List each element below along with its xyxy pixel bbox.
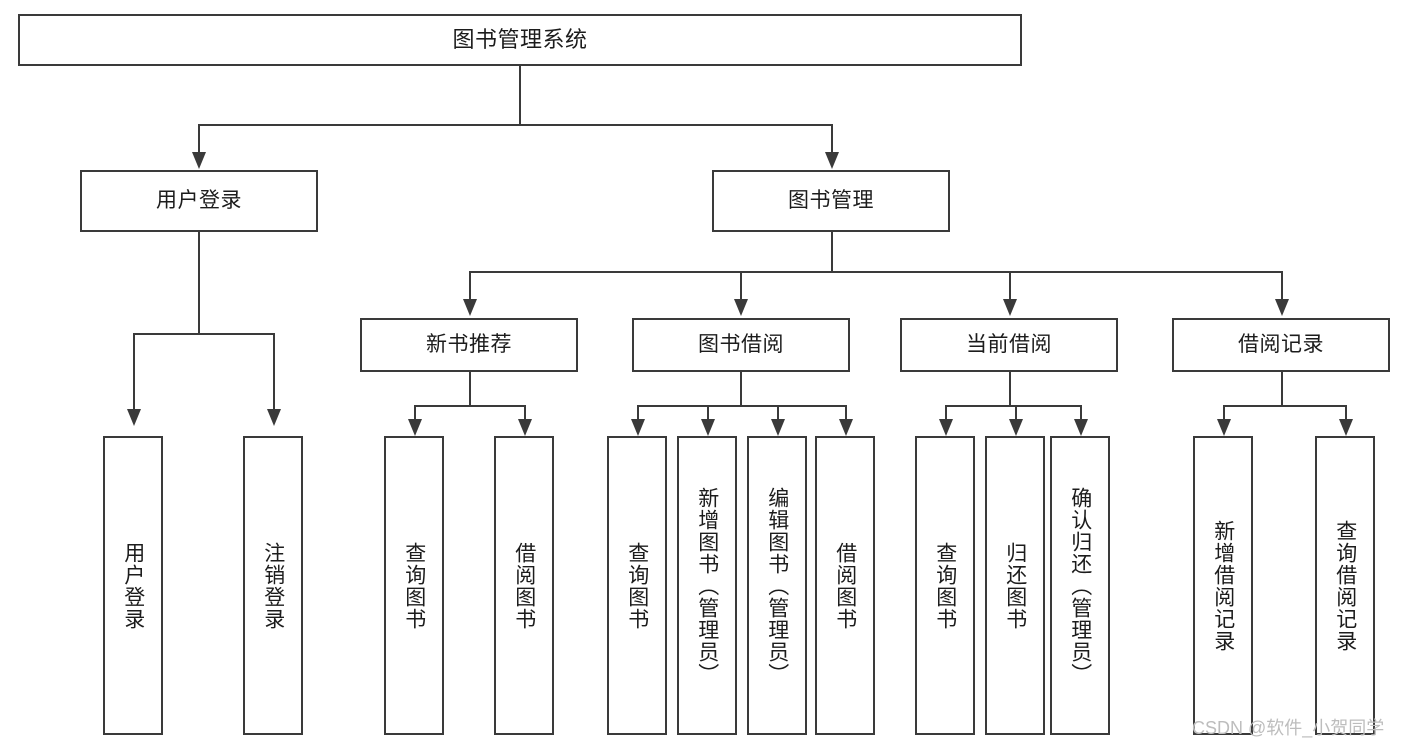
leaf-borrow-book-2[interactable]: 借阅图书	[815, 436, 875, 735]
connector-user-login-bar	[133, 333, 273, 335]
node-new-book-recommend[interactable]: 新书推荐	[360, 318, 578, 372]
arrowhead-to-book-borrow	[734, 299, 748, 316]
node-book-manage[interactable]: 图书管理	[712, 170, 950, 232]
connector-current-borrow-leaf-2	[1015, 405, 1017, 421]
node-label: 图书管理系统	[452, 27, 588, 53]
connector-to-borrow-record	[1281, 271, 1283, 301]
node-label: 用户登录	[156, 188, 242, 212]
node-label: 编辑图书（管理员）	[765, 486, 789, 685]
connector-user-login-stem	[198, 232, 200, 333]
connector-new-book-leaf-2	[524, 405, 526, 421]
connector-new-book-bar	[414, 405, 525, 407]
connector-current-borrow-bar	[945, 405, 1080, 407]
connector-to-book-manage	[831, 124, 833, 154]
connector-book-borrow-leaf-3	[777, 405, 779, 421]
connector-current-borrow-leaf-3	[1080, 405, 1082, 421]
connector-book-manage-stem	[831, 232, 833, 271]
node-label: 查询图书	[933, 541, 957, 630]
arrowhead-new-book-leaf-1	[408, 419, 422, 436]
connector-book-borrow-bar	[637, 405, 845, 407]
connector-book-borrow-stem	[740, 372, 742, 405]
arrowhead-to-user-login	[192, 152, 206, 169]
node-label: 新增图书（管理员）	[695, 486, 719, 685]
connector-borrow-record-leaf-2	[1345, 405, 1347, 421]
leaf-query-book-3[interactable]: 查询图书	[915, 436, 975, 735]
arrowhead-to-borrow-record	[1275, 299, 1289, 316]
connector-new-book-leaf-1	[414, 405, 416, 421]
node-label: 查询图书	[402, 541, 426, 630]
connector-to-current-borrow	[1009, 271, 1011, 301]
connector-new-book-stem	[469, 372, 471, 405]
node-user-login[interactable]: 用户登录	[80, 170, 318, 232]
node-label: 查询图书	[625, 541, 649, 630]
arrowhead-borrow-record-leaf-2	[1339, 419, 1353, 436]
node-label: 新书推荐	[426, 332, 512, 356]
connector-root-bar	[198, 124, 831, 126]
node-label: 查询借阅记录	[1333, 519, 1357, 652]
node-book-borrow[interactable]: 图书借阅	[632, 318, 850, 372]
arrowhead-book-borrow-leaf-4	[839, 419, 853, 436]
leaf-confirm-return[interactable]: 确认归还（管理员）	[1050, 436, 1110, 735]
connector-current-borrow-leaf-1	[945, 405, 947, 421]
leaf-logout-login[interactable]: 注销登录	[243, 436, 303, 735]
leaf-add-book[interactable]: 新增图书（管理员）	[677, 436, 737, 735]
leaf-query-book-1[interactable]: 查询图书	[384, 436, 444, 735]
arrowhead-user-login-leaf-1	[127, 409, 141, 426]
arrowhead-to-current-borrow	[1003, 299, 1017, 316]
connector-book-manage-bar	[469, 271, 1281, 273]
node-label: 注销登录	[261, 541, 285, 630]
node-label: 当前借阅	[966, 332, 1052, 356]
connector-user-login-leaf-1	[133, 333, 135, 411]
leaf-add-record[interactable]: 新增借阅记录	[1193, 436, 1253, 735]
node-label: 用户登录	[121, 541, 145, 630]
node-label: 新增借阅记录	[1211, 519, 1235, 652]
node-borrow-record[interactable]: 借阅记录	[1172, 318, 1390, 372]
arrowhead-book-borrow-leaf-2	[701, 419, 715, 436]
node-current-borrow[interactable]: 当前借阅	[900, 318, 1118, 372]
arrowhead-user-login-leaf-2	[267, 409, 281, 426]
arrowhead-current-borrow-leaf-1	[939, 419, 953, 436]
leaf-return-book[interactable]: 归还图书	[985, 436, 1045, 735]
leaf-query-record[interactable]: 查询借阅记录	[1315, 436, 1375, 735]
leaf-user-login[interactable]: 用户登录	[103, 436, 163, 735]
connector-book-borrow-leaf-1	[637, 405, 639, 421]
arrowhead-book-borrow-leaf-3	[771, 419, 785, 436]
leaf-borrow-book-1[interactable]: 借阅图书	[494, 436, 554, 735]
arrowhead-current-borrow-leaf-2	[1009, 419, 1023, 436]
connector-user-login-leaf-2	[273, 333, 275, 411]
node-label: 归还图书	[1003, 541, 1027, 630]
node-label: 借阅记录	[1238, 332, 1324, 356]
arrowhead-to-book-manage	[825, 152, 839, 169]
node-label: 图书管理	[788, 188, 874, 212]
node-label: 借阅图书	[833, 541, 857, 630]
leaf-query-book-2[interactable]: 查询图书	[607, 436, 667, 735]
node-label: 确认归还（管理员）	[1068, 486, 1092, 685]
connector-borrow-record-stem	[1281, 372, 1283, 405]
connector-to-new-book	[469, 271, 471, 301]
connector-to-book-borrow	[740, 271, 742, 301]
connector-book-borrow-leaf-4	[845, 405, 847, 421]
leaf-edit-book[interactable]: 编辑图书（管理员）	[747, 436, 807, 735]
arrowhead-new-book-leaf-2	[518, 419, 532, 436]
arrowhead-current-borrow-leaf-3	[1074, 419, 1088, 436]
node-root-system[interactable]: 图书管理系统	[18, 14, 1022, 66]
node-label: 图书借阅	[698, 332, 784, 356]
connector-current-borrow-stem	[1009, 372, 1011, 405]
connector-root-stem	[519, 66, 521, 124]
csdn-watermark: CSDN @软件_小贺同学	[1192, 718, 1385, 738]
arrowhead-borrow-record-leaf-1	[1217, 419, 1231, 436]
connector-borrow-record-bar	[1223, 405, 1345, 407]
node-label: 借阅图书	[512, 541, 536, 630]
connector-to-user-login	[198, 124, 200, 154]
connector-book-borrow-leaf-2	[707, 405, 709, 421]
connector-borrow-record-leaf-1	[1223, 405, 1225, 421]
arrowhead-book-borrow-leaf-1	[631, 419, 645, 436]
arrowhead-to-new-book	[463, 299, 477, 316]
